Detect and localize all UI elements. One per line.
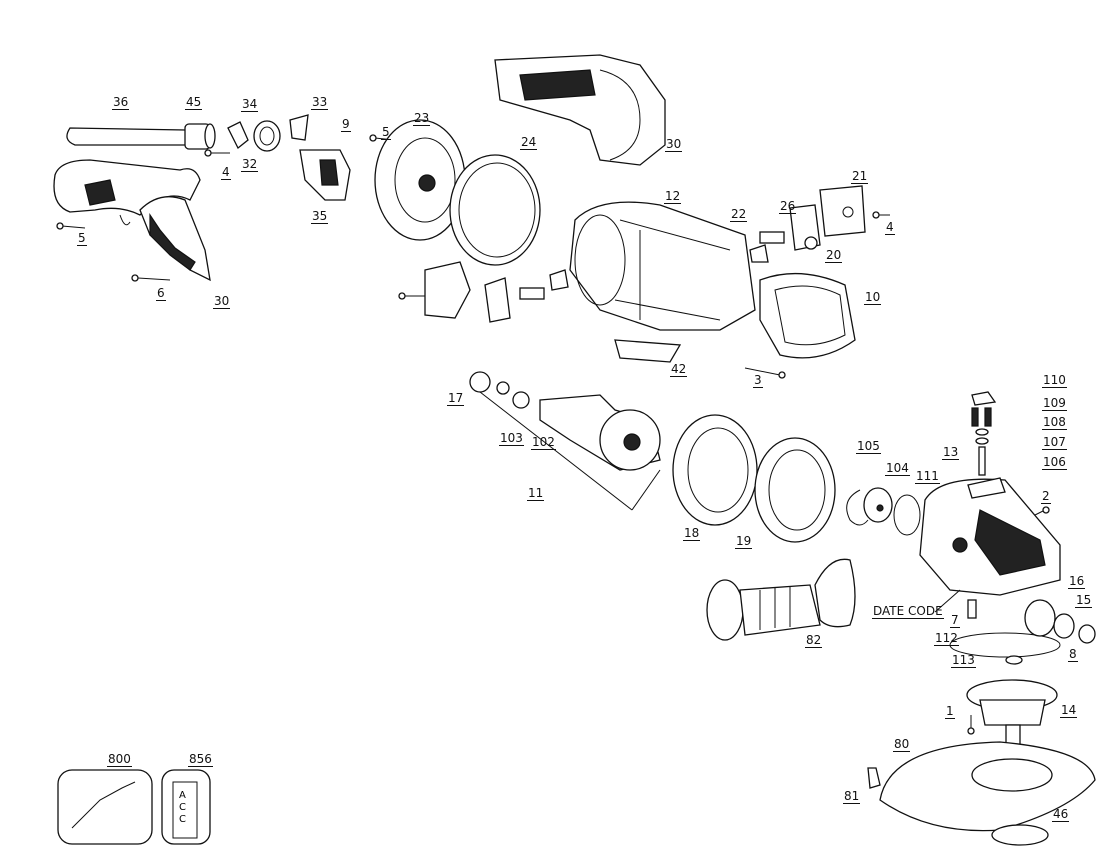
- callout-46: 46: [1052, 807, 1070, 822]
- gear-small-parts: [846, 487, 921, 536]
- callout-104: 104: [885, 461, 910, 476]
- callout-5-upper: 5: [381, 125, 391, 140]
- switch-module-parts: [749, 185, 866, 263]
- callout-113: 113: [951, 653, 976, 668]
- callout-6: 6: [156, 286, 166, 301]
- callout-30-lower: 30: [213, 294, 231, 309]
- screw-parts: [56, 134, 1050, 735]
- callout-80: 80: [893, 737, 911, 752]
- handle-housing-part: [53, 159, 211, 282]
- callout-102: 102: [531, 435, 556, 450]
- callout-19: 19: [735, 534, 753, 549]
- armature-part: [469, 371, 661, 511]
- accessory-boxes: [57, 769, 211, 845]
- callout-12: 12: [664, 189, 682, 204]
- callout-8: 8: [1068, 647, 1078, 662]
- callout-23: 23: [413, 111, 431, 126]
- bearing-housing-part: [966, 679, 1058, 751]
- field-part: [759, 272, 856, 359]
- callout-17: 17: [447, 391, 465, 406]
- callout-112: 112: [934, 631, 959, 646]
- callout-45: 45: [185, 95, 203, 110]
- callout-106: 106: [1042, 455, 1067, 470]
- callout-9: 9: [341, 117, 351, 132]
- guard-part: [867, 741, 1096, 846]
- callout-26: 26: [779, 199, 797, 214]
- callout-16: 16: [1068, 574, 1086, 589]
- brush-parts: [424, 261, 682, 363]
- callout-24: 24: [520, 135, 538, 150]
- spindle-parts: [949, 599, 1096, 665]
- callout-108: 108: [1042, 415, 1067, 430]
- callout-1: 1: [945, 704, 955, 719]
- date-code-leader: [934, 589, 961, 613]
- callout-32: 32: [241, 157, 259, 172]
- callout-33: 33: [311, 95, 329, 110]
- accessory-card-text: ACC: [179, 790, 186, 825]
- switch-parts-group: [227, 114, 351, 201]
- gear-case-part: [919, 477, 1061, 596]
- spindle-lock-parts: [971, 391, 997, 476]
- callout-103: 103: [499, 431, 524, 446]
- callout-18: 18: [683, 526, 701, 541]
- callout-107: 107: [1042, 435, 1067, 450]
- callout-7: 7: [950, 613, 960, 628]
- callout-42: 42: [670, 362, 688, 377]
- baffle-part: [374, 119, 541, 266]
- callout-11: 11: [527, 486, 545, 501]
- callout-35: 35: [311, 209, 329, 224]
- callout-13: 13: [942, 445, 960, 460]
- callout-856: 856: [188, 752, 213, 767]
- callout-800: 800: [107, 752, 132, 767]
- callout-110: 110: [1042, 373, 1067, 388]
- callout-4-right: 4: [885, 220, 895, 235]
- top-housing-part: [494, 54, 666, 166]
- callout-3: 3: [753, 373, 763, 388]
- callout-34: 34: [241, 97, 259, 112]
- callout-82: 82: [805, 633, 823, 648]
- callout-81: 81: [843, 789, 861, 804]
- callout-36: 36: [112, 95, 130, 110]
- callout-111: 111: [915, 469, 940, 484]
- callout-105: 105: [856, 439, 881, 454]
- cord-tube-part: [66, 123, 216, 150]
- callout-21: 21: [851, 169, 869, 184]
- motor-housing-part: [569, 201, 756, 331]
- callout-5-left: 5: [77, 231, 87, 246]
- bearing-cover-parts: [672, 414, 836, 543]
- callout-14: 14: [1060, 703, 1078, 718]
- callout-109: 109: [1042, 396, 1067, 411]
- callout-15: 15: [1075, 593, 1093, 608]
- callout-2: 2: [1041, 489, 1051, 504]
- callout-10: 10: [864, 290, 882, 305]
- date-code-label: DATE CODE: [872, 604, 944, 619]
- callout-20: 20: [825, 248, 843, 263]
- callout-4-left: 4: [221, 165, 231, 180]
- callout-22: 22: [730, 207, 748, 222]
- callout-30-upper: 30: [665, 137, 683, 152]
- side-handle-part: [706, 558, 856, 641]
